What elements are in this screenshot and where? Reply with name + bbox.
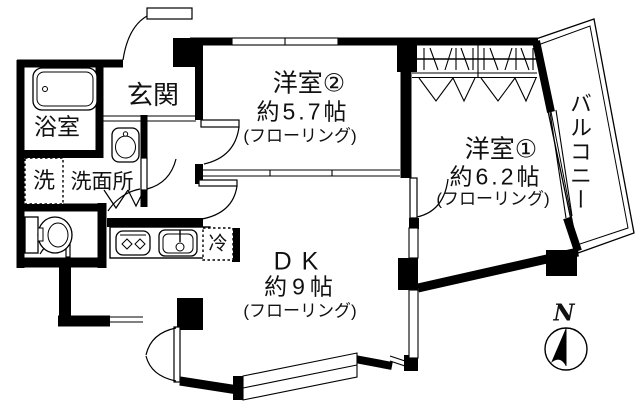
closet-icon [412,45,537,103]
bathroom-label: 浴室 [34,113,80,140]
entrance-door-icon [122,7,193,61]
washing-machine-icon [24,157,64,205]
kitchen-sink-icon [158,229,198,257]
washbasin-icon [111,127,140,163]
western1-floor: (フローリング) [436,189,550,209]
balcony-outline [532,18,635,254]
compass-north-label: N [553,299,575,327]
door-washroom-icon [140,157,177,191]
washroom-label: 洗面所 [70,170,134,194]
double-door-icon [145,326,181,383]
toilet-icon [24,216,73,254]
fixtures [24,67,234,261]
western1-size: 約6.2帖 [449,163,543,190]
windows [103,37,573,401]
bathtub-icon [32,67,98,111]
western2-name: 洋室② [272,69,346,98]
kitchen-counter-icon [109,226,211,259]
door-dk-icon [198,179,238,220]
balcony-label: バルコニー [567,92,592,212]
dk-size: 約9帖 [264,273,338,300]
walls [16,37,582,400]
western2-floor: (フローリング) [243,126,357,146]
compass-needle-icon [551,328,566,366]
folding-door-icon [103,188,145,212]
dk-name: DK [273,247,329,276]
refrigerator-icon [202,227,234,261]
doors [39,7,449,383]
genkan-label: 玄関 [126,80,180,110]
fridge-label: 冷 [208,233,228,255]
washer-label: 洗 [32,168,56,193]
stove-icon [115,230,151,256]
western2-size: 約5.7帖 [256,98,350,125]
compass-icon [544,327,588,371]
door-west1-icon [409,177,449,219]
dk-floor: (フローリング) [243,301,357,321]
western1-name: 洋室① [464,135,538,164]
door-west2-icon [200,119,240,165]
